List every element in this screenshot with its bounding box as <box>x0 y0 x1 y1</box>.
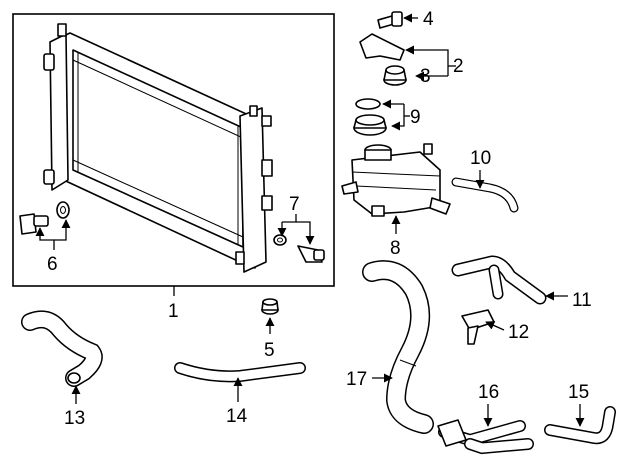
drain-plug-and-seal <box>19 201 70 235</box>
leader-lines <box>35 13 585 427</box>
callout-3: 3 <box>420 66 431 87</box>
mounting-bracket <box>359 33 405 61</box>
callout-14: 14 <box>226 406 248 427</box>
insulator <box>383 65 407 86</box>
callout-4: 4 <box>423 9 434 30</box>
overflow-hose-inner <box>452 178 518 212</box>
callout-5: 5 <box>264 340 275 361</box>
callout-1: 1 <box>168 301 179 322</box>
callout-10: 10 <box>470 148 491 169</box>
hose-connector <box>461 309 495 345</box>
callout-9: 9 <box>410 107 421 128</box>
temp-sensor-and-seal <box>273 234 325 263</box>
callout-6: 6 <box>47 254 58 275</box>
bypass-hose <box>544 406 616 445</box>
radiator <box>43 23 273 273</box>
callout-17: 17 <box>346 369 367 390</box>
callout-11: 11 <box>572 290 592 311</box>
coolant-reservoir <box>341 143 451 217</box>
lower-radiator-hose <box>21 310 103 387</box>
coolant-hose <box>174 362 306 383</box>
heater-hose-assembly <box>437 419 534 455</box>
callout-12: 12 <box>508 322 529 343</box>
grommet <box>261 298 279 315</box>
reservoir-cap <box>353 98 387 136</box>
callout-16: 16 <box>478 382 499 403</box>
bolt <box>377 11 403 29</box>
callout-2: 2 <box>453 56 464 77</box>
callout-13: 13 <box>64 408 85 429</box>
outlet-pipe <box>451 255 547 305</box>
callout-15: 15 <box>568 382 589 403</box>
callout-7: 7 <box>289 194 300 215</box>
upper-radiator-hose <box>362 260 434 434</box>
callout-8: 8 <box>390 238 401 259</box>
